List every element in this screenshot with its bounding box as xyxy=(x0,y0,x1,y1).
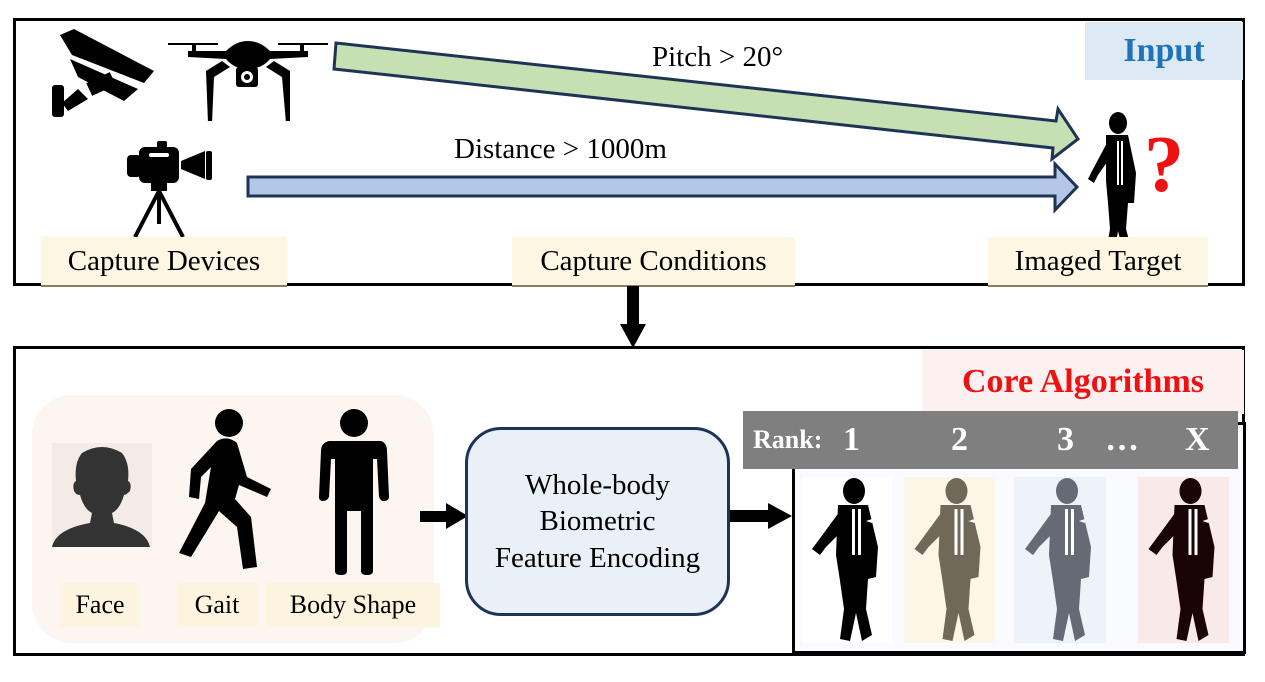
capture-conditions-label: Capture Conditions xyxy=(512,237,795,287)
rank-result-1[interactable] xyxy=(802,477,892,643)
core-title: Core Algorithms xyxy=(961,363,1205,400)
rank-position-3: 3 xyxy=(1057,421,1074,458)
drone-icon xyxy=(168,41,328,121)
walking-person-icon xyxy=(179,409,271,569)
pitch-condition-text: Pitch > 20° xyxy=(652,41,784,73)
distance-arrow xyxy=(246,160,1080,214)
standing-person-icon xyxy=(319,409,389,575)
suited-man-silhouette-icon xyxy=(812,478,878,641)
tripod-video-camera-icon xyxy=(127,141,212,238)
capture-devices-label: Capture Devices xyxy=(41,237,287,287)
arrow-encoder-to-ranking xyxy=(730,503,792,529)
input-title-box: Input xyxy=(1085,22,1243,80)
arrow-features-to-encoder xyxy=(420,503,468,529)
rank-label: Rank: xyxy=(753,425,823,454)
core-algorithms-panel: Core Algorithms Face Gait Body Shape Who… xyxy=(13,346,1246,656)
suited-man-silhouette-icon xyxy=(1088,112,1136,255)
suited-man-silhouette-icon xyxy=(1148,478,1215,641)
core-title-box: Core Algorithms xyxy=(922,350,1244,414)
encoder-line-3: Feature Encoding xyxy=(494,541,701,574)
feature-encoding-block: Whole-body Biometric Feature Encoding xyxy=(465,427,730,616)
distance-condition-text: Distance > 1000m xyxy=(454,133,667,165)
suited-man-silhouette-icon xyxy=(1025,478,1091,641)
face-silhouette-icon xyxy=(52,443,152,547)
rank-result-3[interactable] xyxy=(1014,477,1106,643)
input-panel: Input Pitch > 20° xyxy=(13,18,1245,287)
imaged-target-label: Imaged Target xyxy=(988,237,1208,287)
cctv-camera-icon xyxy=(52,29,154,117)
unknown-identity-question-mark: ? xyxy=(1144,121,1184,209)
rank-result-x[interactable] xyxy=(1138,477,1229,643)
biometric-features-group: Face Gait Body Shape xyxy=(32,395,440,643)
feature-label-face: Face xyxy=(60,583,140,627)
rank-header-bar: Rank: 1 2 3 … X xyxy=(743,411,1238,469)
rank-ellipsis: … xyxy=(1105,421,1139,458)
rank-position-2: 2 xyxy=(951,421,968,458)
rank-result-2[interactable] xyxy=(904,477,995,643)
encoder-line-2: Biometric xyxy=(539,505,656,538)
rank-position-x: X xyxy=(1185,421,1210,458)
encoder-line-1: Whole-body xyxy=(525,469,670,502)
input-title: Input xyxy=(1123,32,1205,69)
suited-man-silhouette-icon xyxy=(914,478,981,641)
rank-position-1: 1 xyxy=(843,421,860,458)
pitch-arrow xyxy=(332,41,1081,163)
feature-label-body-shape: Body Shape xyxy=(266,583,440,627)
feature-label-gait: Gait xyxy=(177,583,257,627)
condition-arrows xyxy=(246,41,1081,214)
down-arrow-connector xyxy=(620,286,646,348)
